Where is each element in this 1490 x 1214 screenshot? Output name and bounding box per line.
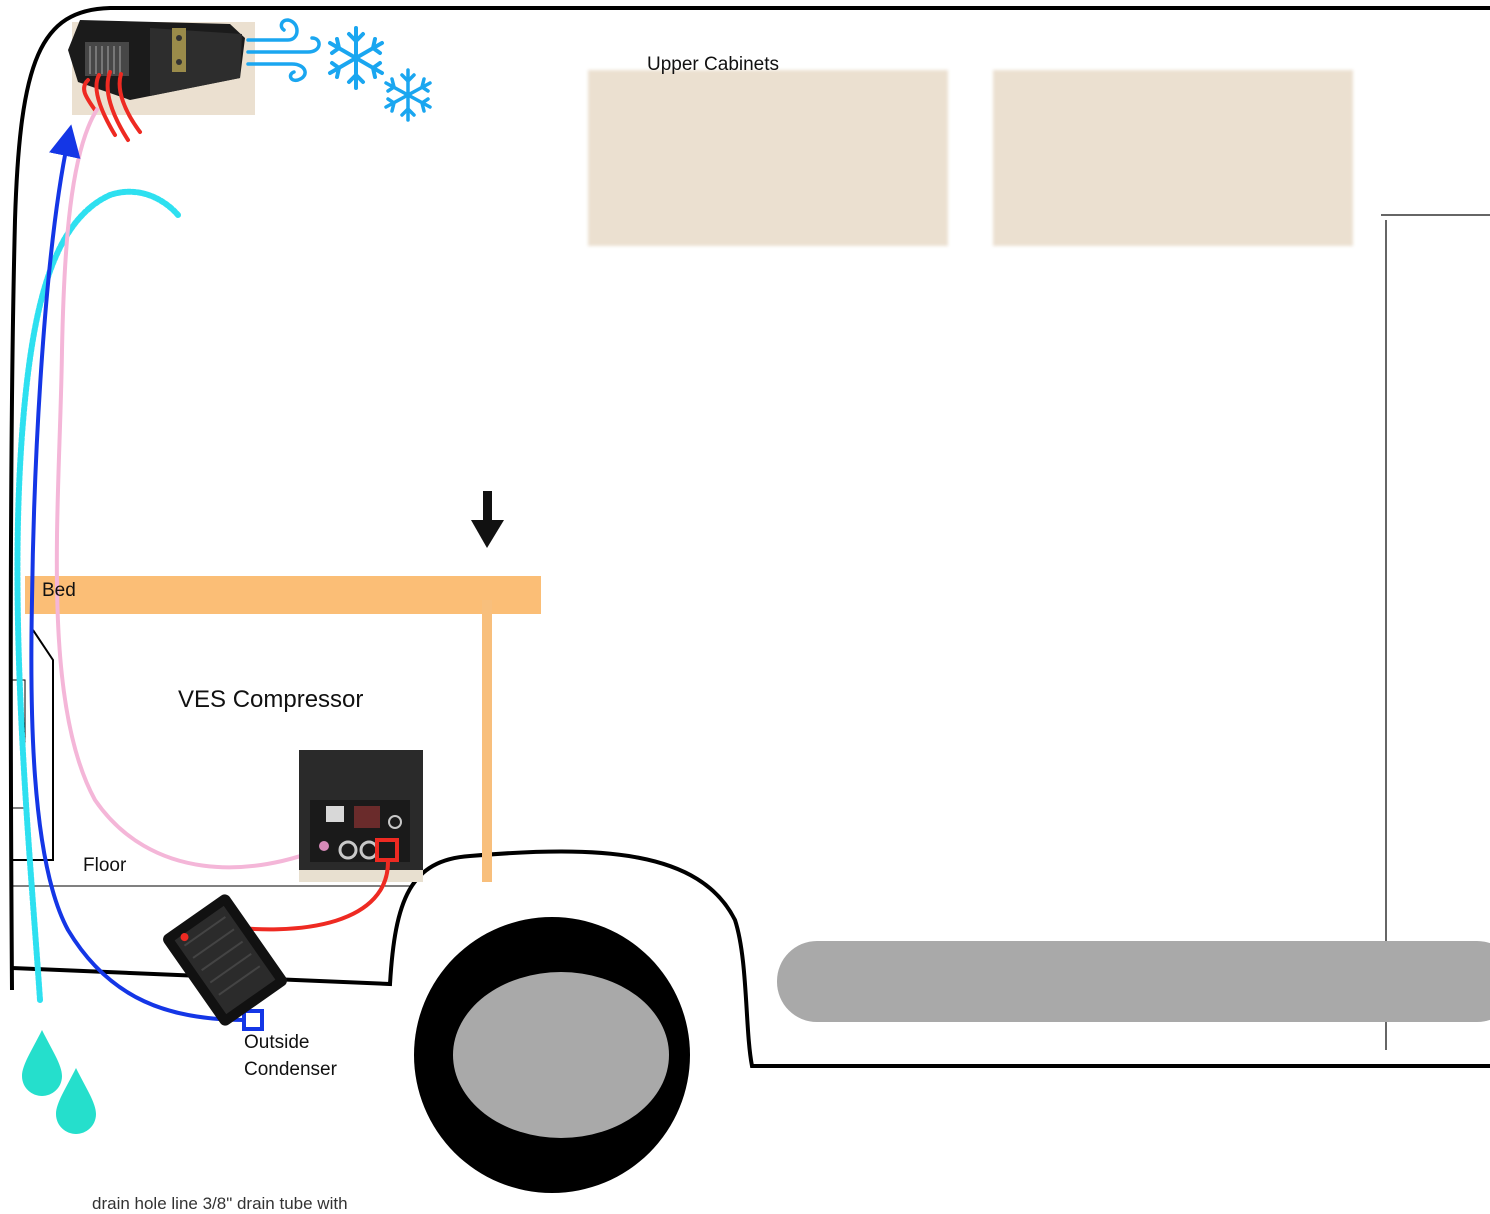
upper-cabinets-label: Upper Cabinets (647, 54, 779, 76)
condenser-port-blue (244, 1011, 262, 1029)
bed-support-post (482, 600, 492, 882)
water-drop-icon (56, 1068, 96, 1134)
upper-cabinet-left (588, 70, 948, 246)
snowflake-icon (386, 70, 430, 120)
wheel-hub (453, 972, 669, 1138)
bottom-note: drain hole line 3/8" drain tube with (92, 1194, 348, 1214)
down-arrow-icon (471, 491, 504, 548)
condenser-photo (161, 892, 290, 1028)
wind-icon (248, 20, 319, 80)
snowflake-icon (330, 28, 382, 88)
evaporator-unit-photo (68, 20, 255, 115)
bed-label: Bed (42, 580, 76, 602)
bed-platform (25, 576, 541, 614)
liquid-line-pink (57, 108, 330, 867)
compressor-label: VES Compressor (178, 686, 363, 714)
water-drop-icon (22, 1030, 62, 1096)
side-step (777, 941, 1490, 1022)
condenser-label: Outside Condenser (244, 1029, 337, 1083)
upper-cabinet-right (993, 70, 1353, 246)
floor-label: Floor (83, 855, 126, 877)
compressor-photo (299, 750, 423, 882)
